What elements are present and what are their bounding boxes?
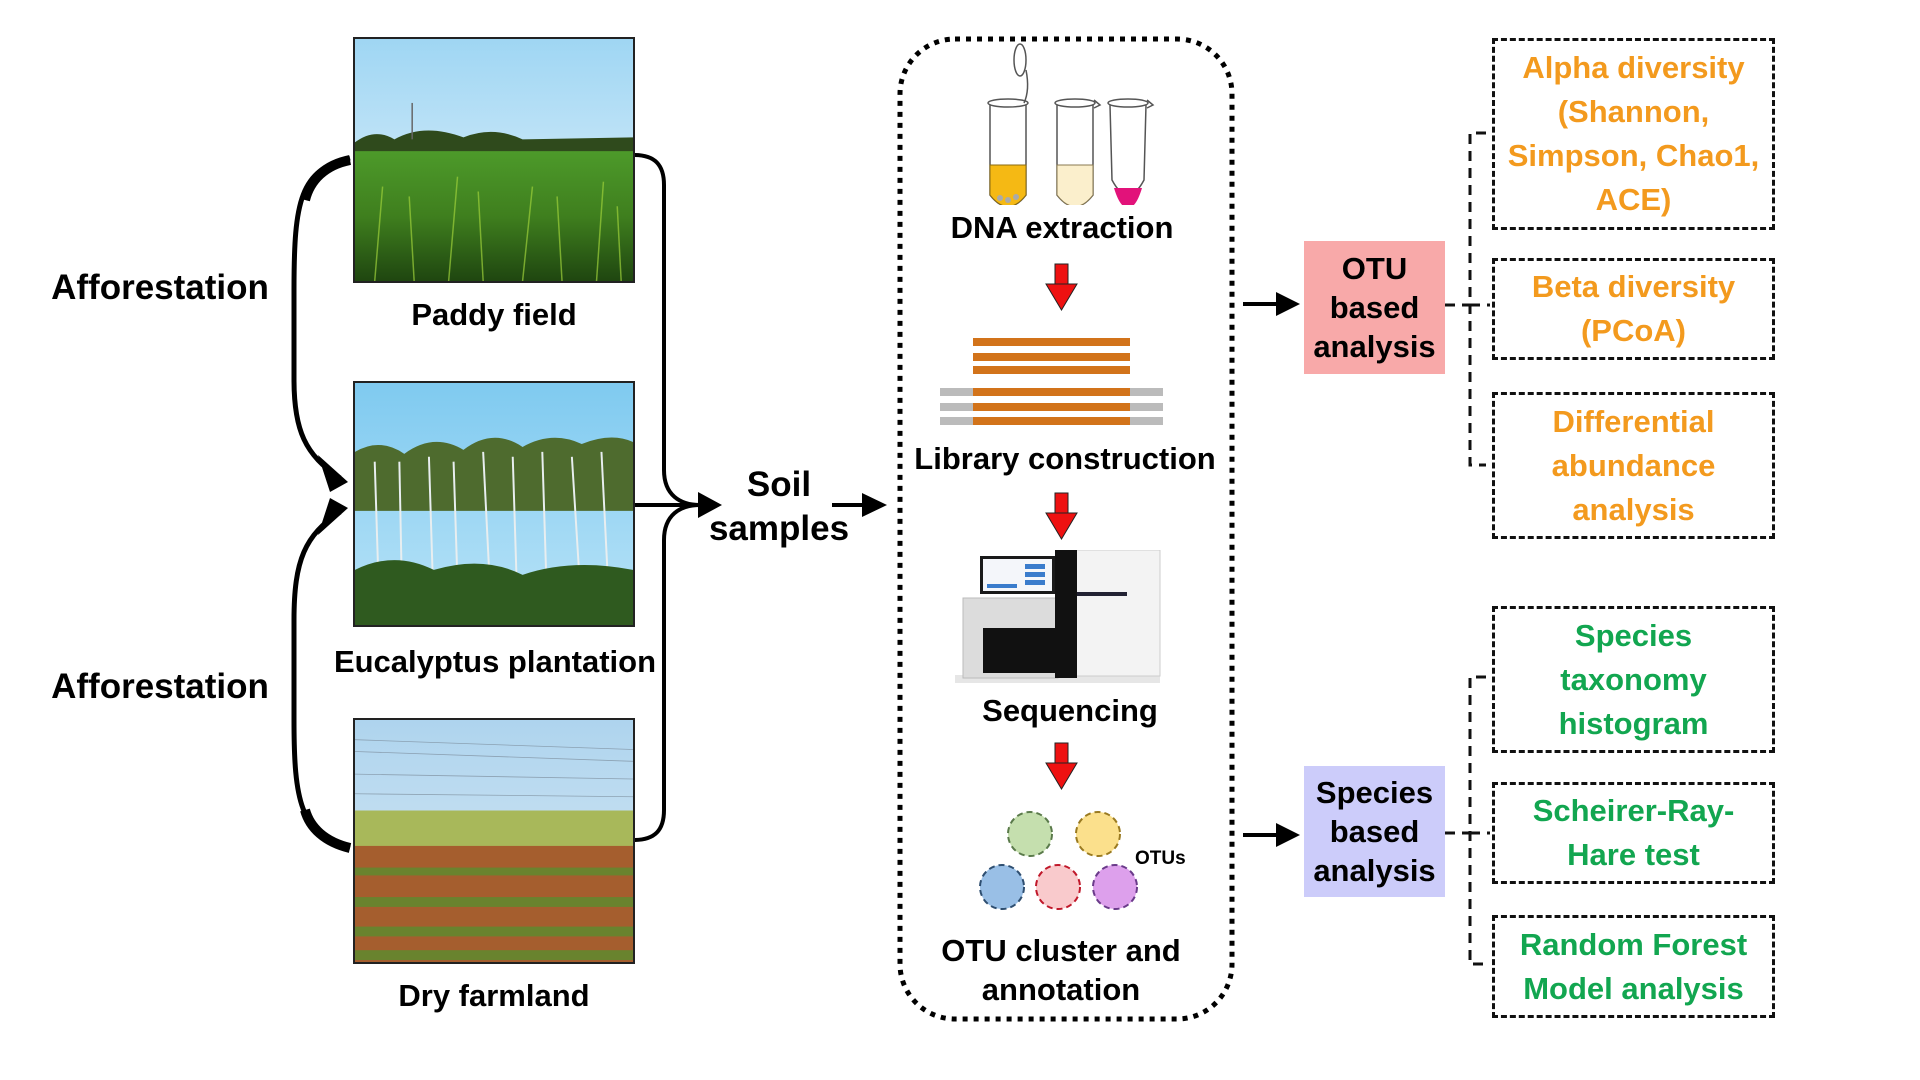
- otu-results-bracket: [1445, 131, 1490, 467]
- eucalyptus-plantation-label: Eucalyptus plantation: [333, 644, 657, 679]
- afforestation-label-bottom: Afforestation: [51, 667, 269, 706]
- beta-diversity-box: Beta diversity (PCoA): [1492, 258, 1775, 360]
- afforestation-label-top: Afforestation: [51, 268, 269, 307]
- result-line: (Shannon,: [1557, 94, 1710, 129]
- merge-line-top: [633, 153, 701, 507]
- test-tubes-icon: [987, 43, 1155, 205]
- scheirer-ray-hare-test-box: Scheirer-Ray- Hare test: [1492, 782, 1775, 884]
- result-line: Differential: [1552, 403, 1715, 439]
- otu-cluster-line2: annotation: [981, 972, 1141, 1007]
- dna-extraction-label: DNA extraction: [950, 210, 1174, 245]
- result-line: analysis: [1572, 491, 1695, 527]
- paddy-field-label: Paddy field: [411, 297, 577, 332]
- red-arrow-icon: [1045, 742, 1078, 790]
- result-line: (PCoA): [1580, 313, 1687, 348]
- afforestation-arrow-bottom: [291, 509, 351, 851]
- result-line: Simpson, Chao1,: [1507, 138, 1760, 173]
- otu-analysis-line: based: [1329, 290, 1420, 325]
- species-analysis-line: Species: [1315, 775, 1434, 810]
- result-line: Species: [1574, 617, 1693, 653]
- otu-analysis-line: OTU: [1341, 251, 1408, 286]
- sequencing-label: Sequencing: [982, 693, 1158, 728]
- dry-farmland-photo: [353, 718, 635, 964]
- result-line: taxonomy: [1560, 661, 1707, 697]
- soil-samples-line1: Soil: [746, 465, 812, 504]
- library-construction-label: Library construction: [914, 441, 1216, 476]
- result-line: Model analysis: [1523, 970, 1744, 1006]
- soil-samples-label: Soil samples: [700, 463, 858, 551]
- sequencer-icon: [955, 550, 1161, 683]
- eucalyptus-plantation-photo: [353, 381, 635, 627]
- afforestation-arrow-top: [291, 155, 351, 481]
- soil-samples-line2: samples: [708, 509, 850, 548]
- otu-based-analysis-box: OTU based analysis: [1304, 241, 1445, 374]
- otus-tag: OTUs: [1135, 848, 1186, 869]
- random-forest-model-box: Random Forest Model analysis: [1492, 915, 1775, 1018]
- species-based-analysis-box: Species based analysis: [1304, 766, 1445, 897]
- result-line: histogram: [1558, 705, 1709, 741]
- species-analysis-line: based: [1329, 814, 1420, 849]
- result-line: abundance: [1551, 447, 1716, 483]
- dna-library-icon: [940, 338, 1163, 425]
- species-results-bracket: [1445, 675, 1490, 966]
- red-arrow-icon: [1045, 263, 1078, 311]
- arrowhead-icon: [318, 455, 348, 492]
- differential-abundance-box: Differential abundance analysis: [1492, 392, 1775, 539]
- species-analysis-line: analysis: [1313, 853, 1436, 888]
- otu-cluster-line1: OTU cluster and: [941, 933, 1181, 968]
- result-line: Scheirer-Ray-: [1532, 793, 1735, 828]
- dry-farmland-label: Dry farmland: [398, 978, 590, 1013]
- alpha-diversity-box: Alpha diversity (Shannon, Simpson, Chao1…: [1492, 38, 1775, 230]
- otu-clusters-icon: [979, 811, 1138, 910]
- species-taxonomy-histogram-box: Species taxonomy histogram: [1492, 606, 1775, 753]
- arrowhead-icon: [318, 498, 348, 535]
- result-line: Random Forest: [1519, 926, 1748, 962]
- result-line: Beta diversity: [1531, 269, 1736, 304]
- otu-cluster-annotation-label: OTU cluster and annotation: [891, 931, 1231, 1009]
- otu-analysis-line: analysis: [1313, 329, 1436, 364]
- result-line: Hare test: [1567, 837, 1700, 872]
- result-line: Alpha diversity: [1522, 50, 1745, 85]
- paddy-field-photo: [353, 37, 635, 283]
- red-arrow-icon: [1045, 492, 1078, 540]
- result-line: ACE): [1595, 182, 1672, 217]
